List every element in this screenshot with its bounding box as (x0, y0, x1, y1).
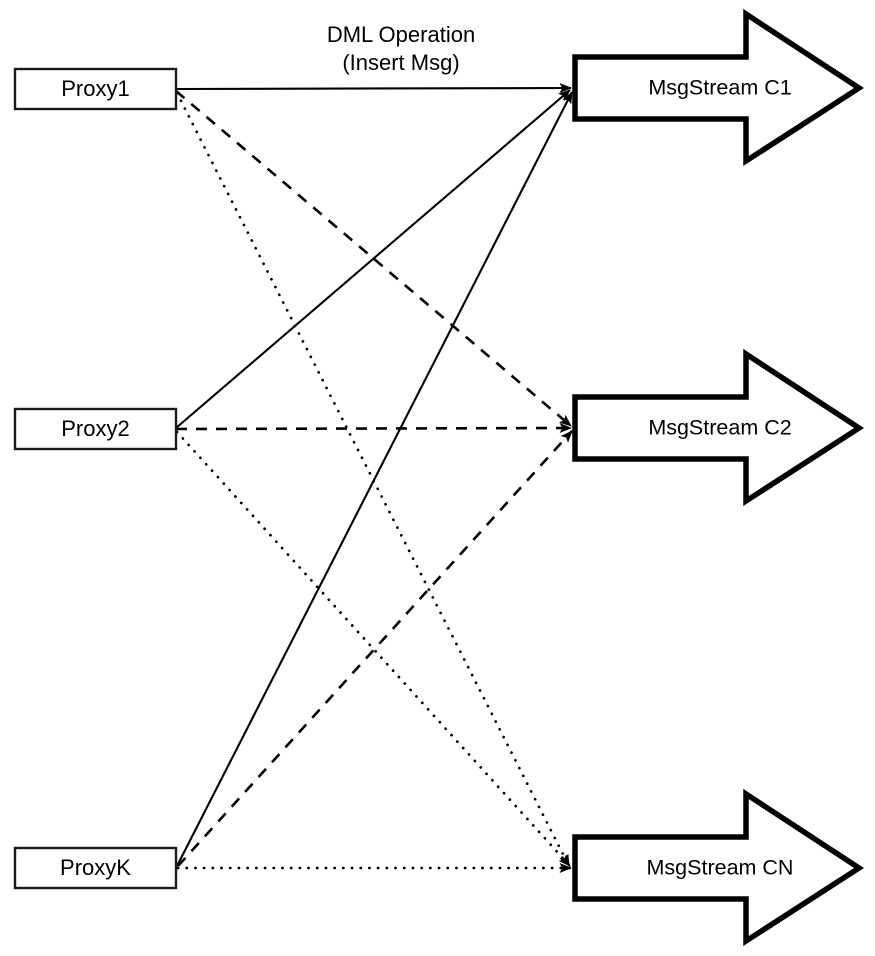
stream-node-c2[interactable]: MsgStream C2 (572, 348, 865, 507)
annotation-line-1: DML Operation (327, 22, 475, 47)
stream-arrow-shape-cn (572, 788, 865, 947)
edge-layer (175, 83, 573, 874)
edge-proxy1-to-stream-c2 (175, 90, 572, 427)
proxy-box-proxy1 (13, 67, 178, 111)
proxy-node-proxyk[interactable]: ProxyK (13, 846, 178, 890)
edge-proxy1-to-stream-c1 (175, 83, 572, 94)
proxy-box-proxyk (13, 846, 178, 890)
proxy-label-proxy1: Proxy1 (61, 76, 129, 101)
stream-node-layer: MsgStream C1 MsgStream C2 MsgStream CN (572, 8, 865, 947)
edge-proxy2-to-stream-c2 (175, 423, 572, 434)
annotation-line-2: (Insert Msg) (342, 50, 459, 75)
proxy-node-layer: Proxy1 Proxy2 ProxyK (13, 67, 178, 890)
stream-label-cn: MsgStream CN (647, 856, 794, 880)
stream-node-cn[interactable]: MsgStream CN (572, 788, 865, 947)
proxy-label-proxy2: Proxy2 (61, 416, 129, 441)
annotation-dml-operation: DML Operation (Insert Msg) (327, 22, 475, 75)
edge-proxy2-to-stream-c1 (175, 89, 571, 429)
stream-label-c1: MsgStream C1 (648, 76, 791, 100)
proxy-node-proxy2[interactable]: Proxy2 (13, 407, 178, 451)
edge-proxy2-to-stream-cn (175, 430, 572, 868)
proxy-label-proxyk: ProxyK (60, 855, 131, 880)
stream-node-c1[interactable]: MsgStream C1 (572, 8, 865, 167)
edge-proxyk-to-stream-c2 (177, 430, 573, 867)
stream-label-c2: MsgStream C2 (648, 416, 791, 440)
proxy-box-proxy2 (13, 407, 178, 451)
edge-proxy1-to-stream-cn (175, 91, 571, 868)
stream-arrow-shape-c1 (572, 8, 865, 167)
proxy-node-proxy1[interactable]: Proxy1 (13, 67, 178, 111)
stream-arrow-shape-c2 (572, 348, 865, 507)
edge-proxyk-to-stream-c1 (176, 91, 573, 867)
